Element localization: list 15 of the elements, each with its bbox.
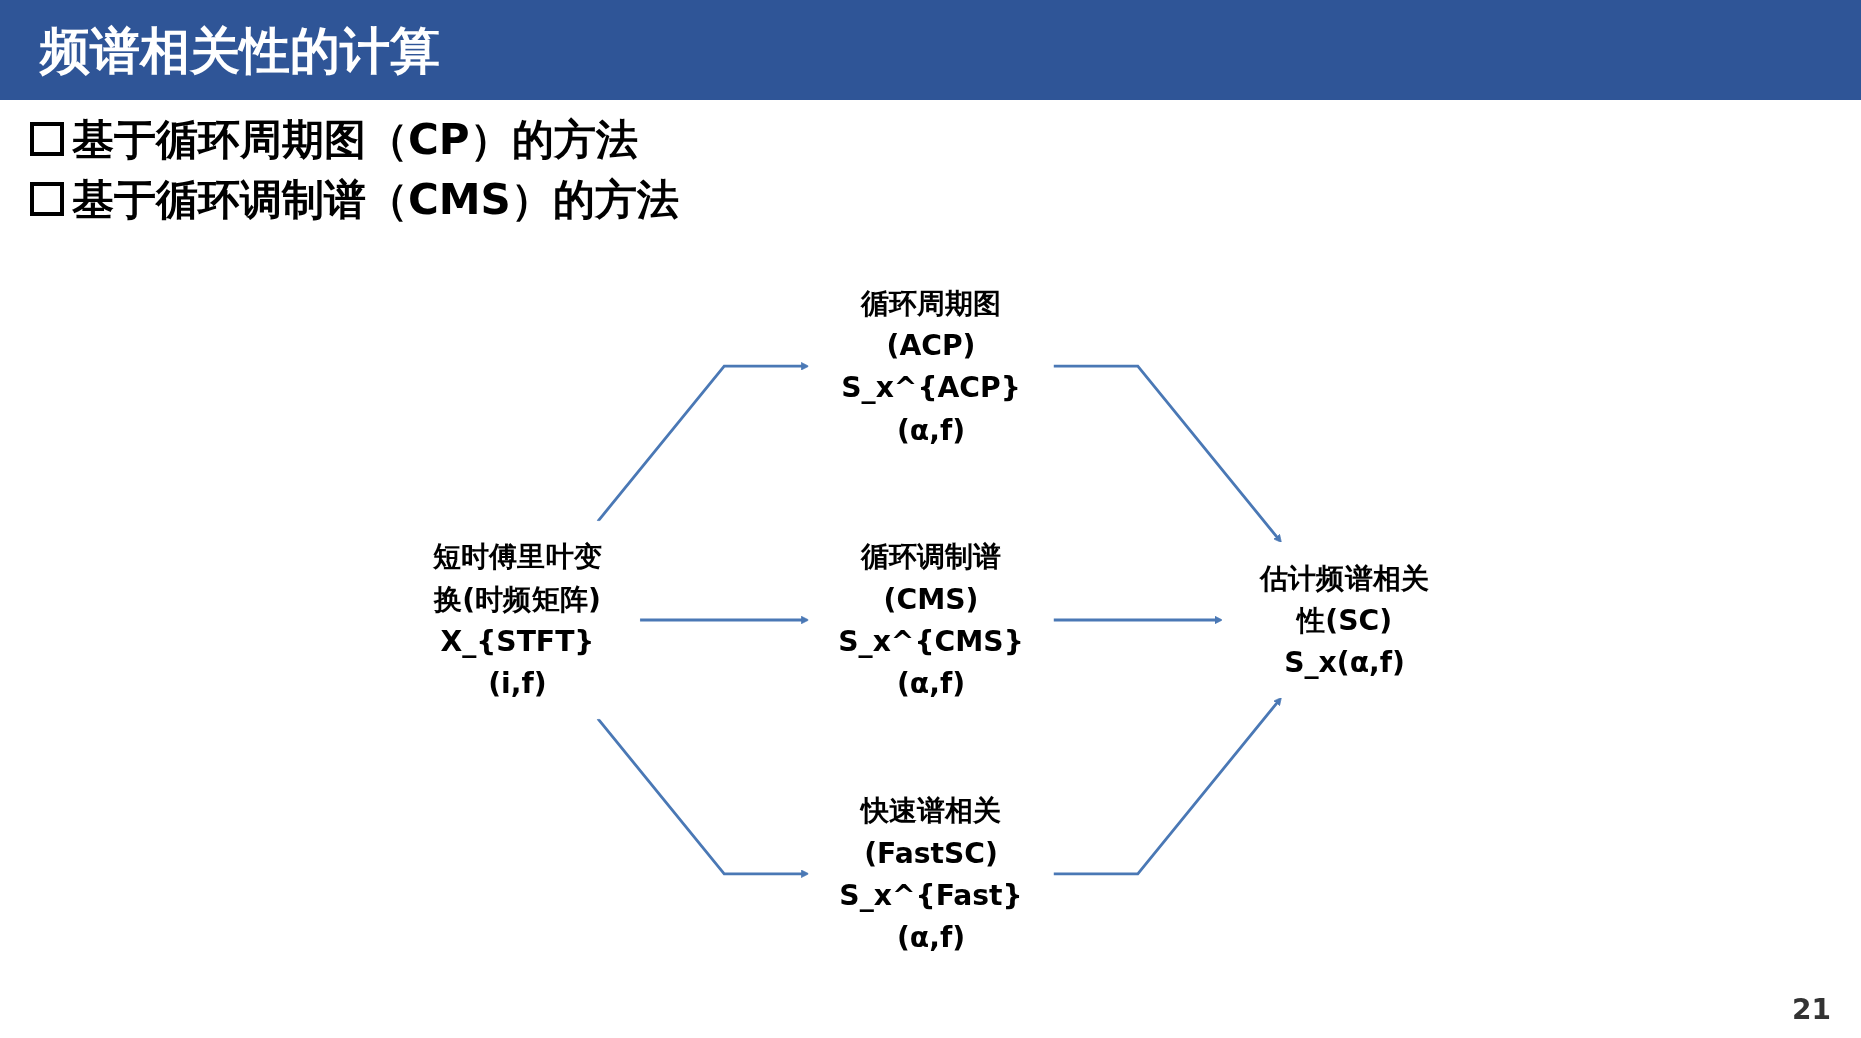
page-number: 21 <box>1792 993 1831 1026</box>
node-text: 短时傅里叶变换(时频矩阵) X_{STFT}(i,f) <box>432 540 602 700</box>
node-text: 循环调制谱(CMS) S_x^{CMS}(α,f) <box>837 540 1024 700</box>
arrow <box>1052 697 1282 876</box>
node-text: 循环周期图(ACP) S_x^{ACP}(α,f) <box>840 286 1021 447</box>
arrow <box>639 615 809 625</box>
arrow <box>1052 615 1223 625</box>
node-text: 估计频谱相关性(SC) S_x(α,f) <box>1259 561 1429 679</box>
node-text: 快速谱相关(FastSC) S_x^{Fast}(α,f) <box>838 793 1023 954</box>
arrow <box>1052 364 1282 543</box>
arrow <box>596 717 809 878</box>
bullet-text: 基于循环调制谱（CMS）的方法 <box>72 175 679 224</box>
bullet-text: 基于循环周期图（CP）的方法 <box>72 115 638 164</box>
slide-title: 频谱相关性的计算 <box>40 21 440 82</box>
arrow <box>596 362 809 523</box>
